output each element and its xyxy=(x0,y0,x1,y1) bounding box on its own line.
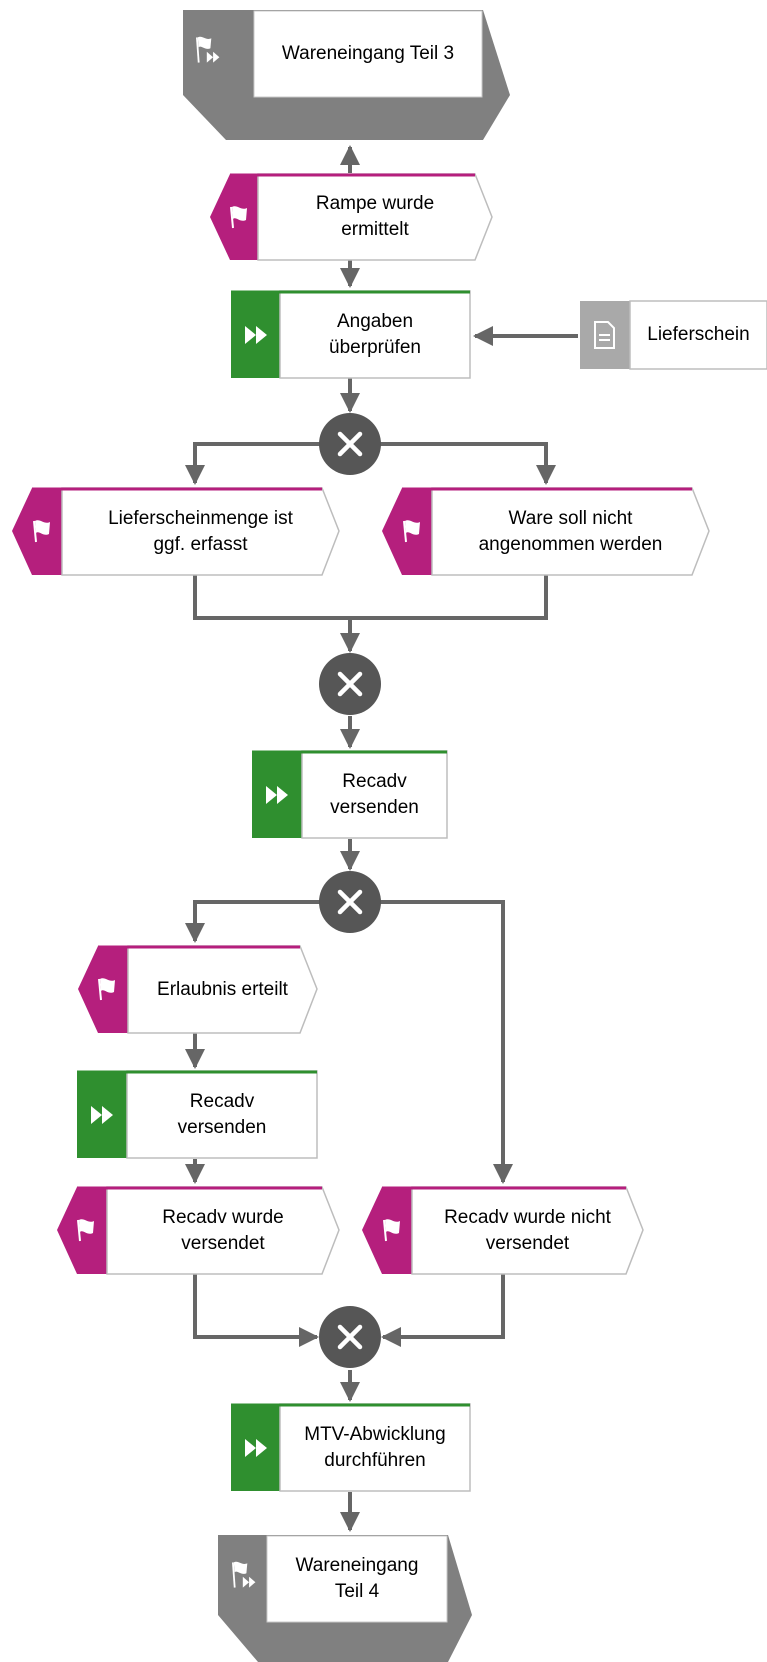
xor-connector-1[interactable] xyxy=(319,413,381,475)
function-mtv-abwicklung[interactable] xyxy=(231,1403,471,1492)
edge-xor-1-to-event-lieferscheinmenge xyxy=(185,442,320,485)
edge-event-recadv-nicht-to-xor-4 xyxy=(381,1274,505,1347)
edge-event-ware-nicht-to-xor-2 xyxy=(350,575,548,620)
xor-close-icon xyxy=(337,1324,363,1350)
start-process-interface[interactable] xyxy=(183,10,510,140)
edge-event-lieferscheinmenge-to-xor-2 xyxy=(193,575,350,620)
function-recadv-versenden-2[interactable] xyxy=(77,1070,318,1159)
event-erlaubnis-erteilt[interactable] xyxy=(78,945,318,1034)
xor-close-icon xyxy=(337,889,363,915)
edges xyxy=(185,145,578,1532)
edge-event-recadv-versendet-to-xor-4 xyxy=(193,1274,319,1347)
edge-xor-1-to-event-ware-nicht xyxy=(380,442,556,485)
xor-close-icon xyxy=(337,431,363,457)
event-ware-nicht-angenommen[interactable] xyxy=(382,487,710,576)
event-recadv-wurde-nicht-versendet[interactable] xyxy=(362,1186,644,1275)
document-icon xyxy=(594,321,615,349)
function-recadv-versenden-1[interactable] xyxy=(252,750,448,839)
xor-close-icon xyxy=(337,671,363,697)
function-angaben-ueberpruefen[interactable] xyxy=(231,290,471,379)
event-lieferscheinmenge-erfasst[interactable] xyxy=(12,487,340,576)
process-interface-icon xyxy=(196,36,220,63)
event-recadv-wurde-versendet[interactable] xyxy=(57,1186,340,1275)
edge-xor-3-to-event-erlaubnis xyxy=(185,900,320,943)
document-lieferschein[interactable] xyxy=(580,300,767,370)
event-rampe-wurde-ermittelt[interactable] xyxy=(210,173,493,261)
xor-connector-2[interactable] xyxy=(319,653,381,715)
xor-connector-3[interactable] xyxy=(319,871,381,933)
xor-connector-4[interactable] xyxy=(319,1306,381,1368)
edge-xor-3-to-event-recadv-nicht xyxy=(380,900,513,1184)
process-interface-icon xyxy=(232,1561,256,1588)
end-process-interface[interactable] xyxy=(218,1535,472,1662)
